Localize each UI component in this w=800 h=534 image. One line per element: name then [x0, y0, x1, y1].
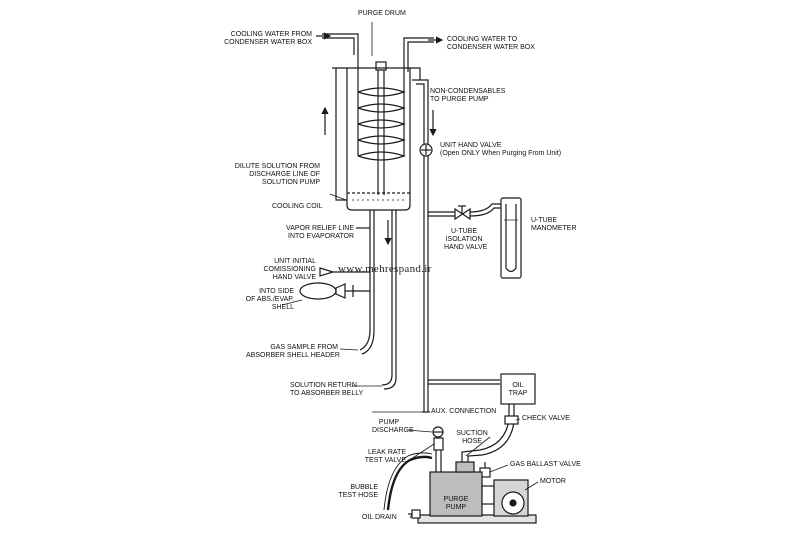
- shell-connection: [299, 282, 370, 300]
- vapor-relief-line: [356, 210, 375, 355]
- motor: [493, 479, 529, 517]
- label-aux-connection: AUX. CONNECTION: [431, 408, 497, 415]
- drum-frame-pipes: [332, 67, 429, 360]
- cooling-water-outlet-pipe: [403, 36, 444, 72]
- label-motor: MOTOR: [540, 478, 566, 485]
- oil-trap: [500, 373, 536, 405]
- commissioning-hand-valve: [319, 267, 370, 277]
- cooling-water-inlet-pipe: [316, 32, 359, 55]
- u-tube-branch-line: [428, 203, 502, 217]
- cooling-coil: [357, 55, 406, 161]
- u-tube-isolation-valve: [454, 205, 471, 221]
- leader-lines: [281, 22, 539, 519]
- label-gas-ballast-valve: GAS BALLAST VALVE: [510, 461, 581, 468]
- label-purge-drum: PURGE DRUM: [358, 10, 406, 17]
- solution-return-line: [381, 210, 397, 390]
- oil-drain-valve: [408, 509, 421, 519]
- suction-hose: [461, 404, 519, 466]
- label-cooling-coil: COOLING COIL: [272, 203, 323, 210]
- label-check-valve: CHECK VALVE: [522, 415, 570, 422]
- vacuum-line-to-pump: [422, 360, 500, 413]
- dilute-riser: [375, 61, 387, 195]
- label-unit-hand-valve: UNIT HAND VALVE(Open ONLY When Purging F…: [440, 142, 562, 157]
- label-oil-drain: OIL DRAIN: [362, 514, 397, 521]
- pump-discharge-fitting: [432, 426, 444, 475]
- watermark-text: www.mehrespand.ir: [338, 263, 432, 275]
- u-tube-manometer: [500, 197, 522, 279]
- unit-hand-valve: [419, 143, 433, 157]
